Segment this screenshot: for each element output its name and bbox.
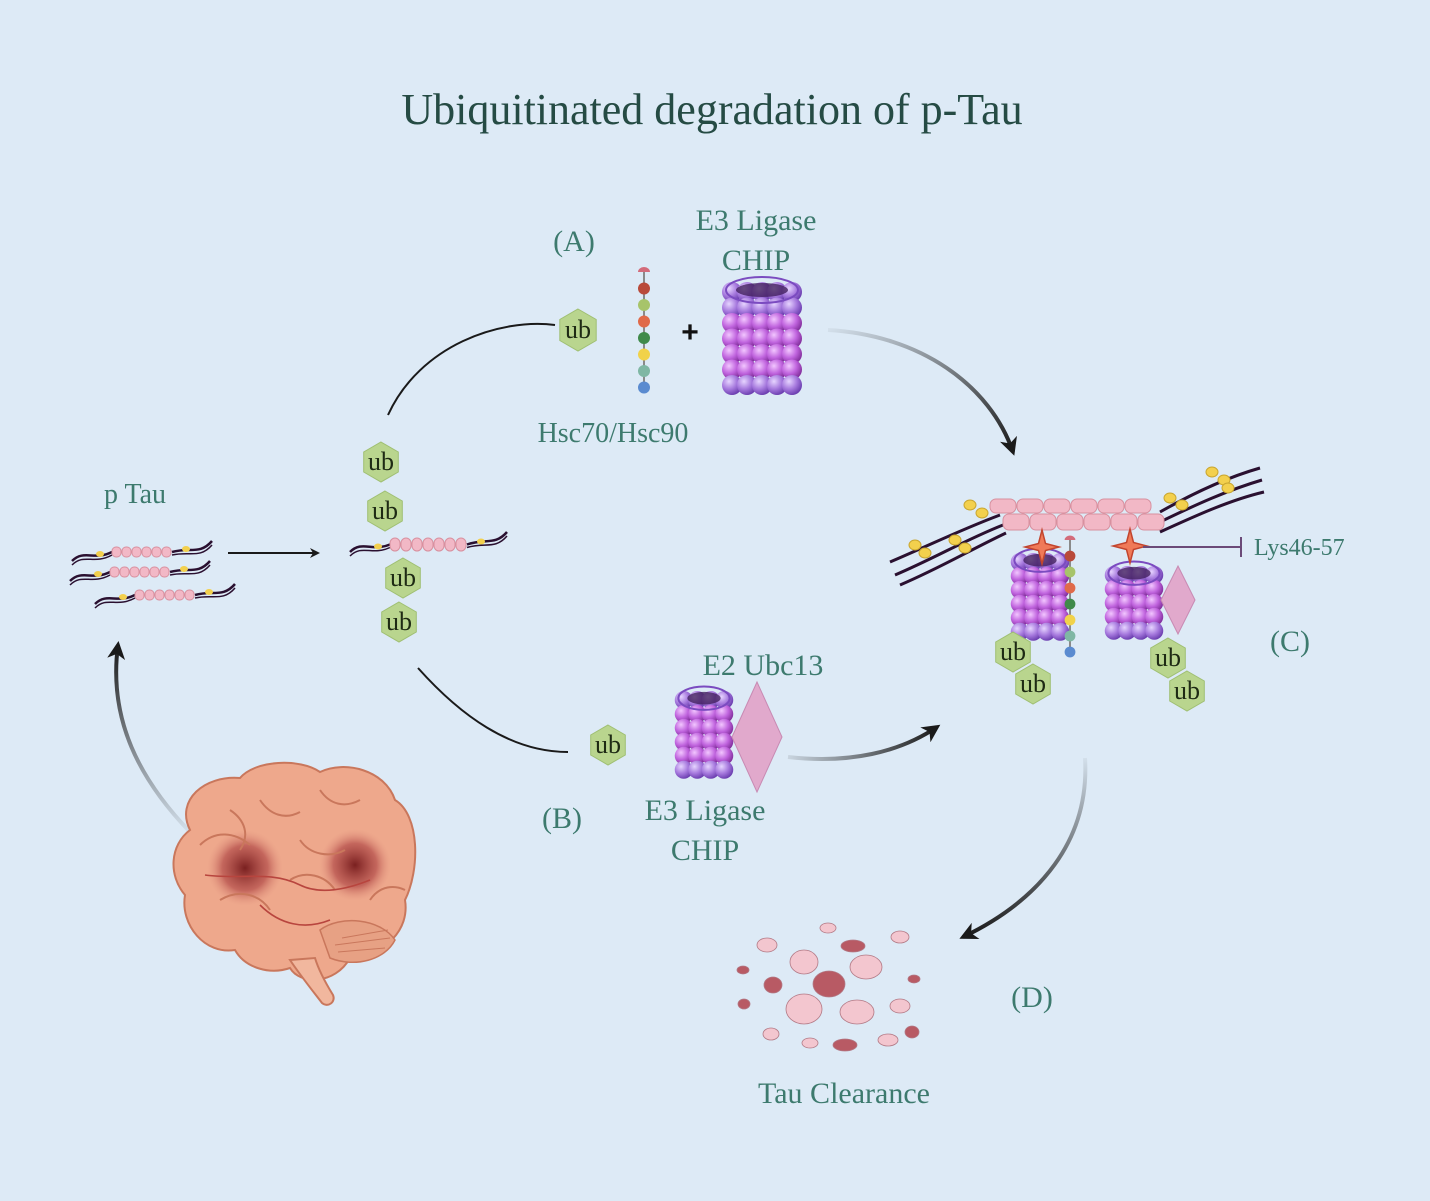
ubiquitin-icon: ub xyxy=(559,308,597,352)
ubiquitin-label: ub xyxy=(565,315,591,344)
brain-icon xyxy=(172,761,417,1006)
connector-to-pathway-b xyxy=(417,667,569,753)
pathway-c-label: (C) xyxy=(1270,625,1310,658)
tau-clearance-label: Tau Clearance xyxy=(758,1077,930,1110)
proteasome-icon xyxy=(674,685,734,779)
ubiquitin-icon: ub xyxy=(1015,663,1051,705)
tau-filament-icon xyxy=(69,540,236,609)
ubiquitin-label: ub xyxy=(390,563,416,592)
chip-label-b: CHIP xyxy=(671,834,739,867)
ubiquitin-icon: ub xyxy=(385,557,421,599)
diagram-title: Ubiquitinated degradation of p-Tau xyxy=(401,85,1022,134)
lys-label: Lys46-57 xyxy=(1254,535,1345,561)
ubiquitinated-tau-icon xyxy=(349,531,508,557)
e3-ligase-label-b: E3 Ligase xyxy=(645,794,766,827)
arrow-pathway-a-to-complex xyxy=(827,328,1017,456)
e2-diamond-icon xyxy=(731,680,783,794)
tau-complex-icon: ub ub ub ub xyxy=(889,466,1265,712)
arrow-pathway-b-to-complex xyxy=(787,724,941,761)
ubiquitin-label: ub xyxy=(595,730,621,759)
debris-icon xyxy=(736,922,921,1052)
proteasome-icon xyxy=(722,276,802,395)
connector-to-pathway-a xyxy=(387,323,556,416)
e2-ubc13-label: E2 Ubc13 xyxy=(703,649,824,682)
e3-ligase-label-a: E3 Ligase xyxy=(696,204,817,237)
binding-site-star-icon xyxy=(1022,527,1062,567)
pathway-b-label: (B) xyxy=(542,802,582,835)
hsc-label: Hsc70/Hsc90 xyxy=(538,418,689,449)
arrow-brain-to-ptau xyxy=(107,641,192,834)
binding-site-star-icon xyxy=(1110,526,1150,566)
plus-sign: + xyxy=(681,316,699,349)
arrow-complex-to-clearance xyxy=(959,757,1088,940)
ubiquitin-label: ub xyxy=(386,607,412,636)
chip-label-a: CHIP xyxy=(722,244,790,277)
pathway-d-label: (D) xyxy=(1011,981,1053,1014)
pathway-a-label: (A) xyxy=(553,225,595,258)
ubiquitin-icon: ub xyxy=(381,601,417,643)
ubiquitin-icon: ub xyxy=(590,724,626,766)
p-tau-label: p Tau xyxy=(104,479,166,510)
ubiquitin-icon: ub xyxy=(363,441,399,483)
ubiquitin-label: ub xyxy=(1020,669,1046,698)
ubiquitin-label: ub xyxy=(1155,643,1181,672)
chaperone-chain-icon xyxy=(638,267,650,394)
ubiquitin-icon: ub xyxy=(1169,670,1205,712)
ubiquitin-label: ub xyxy=(372,496,398,525)
ubiquitin-icon: ub xyxy=(367,490,403,532)
ubiquitin-label: ub xyxy=(368,447,394,476)
ubiquitin-label: ub xyxy=(1174,676,1200,705)
ubiquitin-label: ub xyxy=(1000,637,1026,666)
ubiquitin-icon: ub xyxy=(995,631,1031,673)
ubiquitin-icon: ub xyxy=(1150,637,1186,679)
